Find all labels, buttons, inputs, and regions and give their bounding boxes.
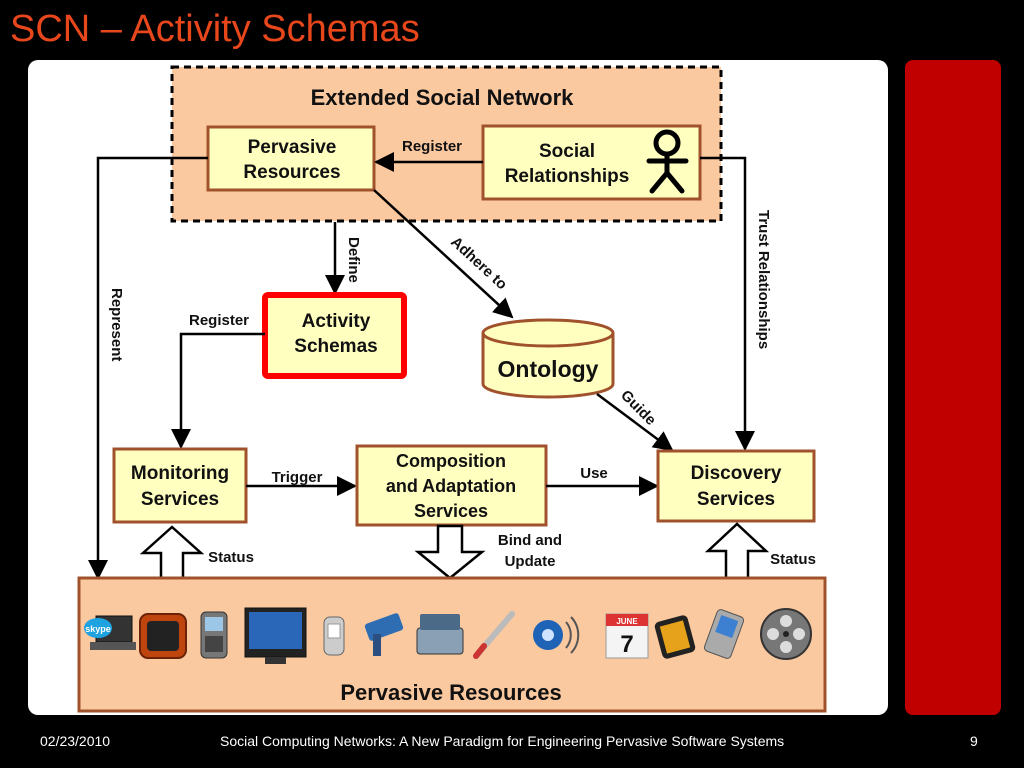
film-reel-icon	[760, 608, 812, 660]
pervasive-resources-line2: Resources	[243, 162, 340, 183]
extended-social-network-title: Extended Social Network	[311, 85, 575, 110]
register-arrow-left	[171, 332, 265, 449]
composition-line2: and Adaptation	[386, 476, 516, 496]
laptop-skype-icon: skype	[84, 615, 136, 650]
adhere-to-label: Adhere to	[447, 233, 510, 293]
discovery-services-line1: Discovery	[691, 463, 782, 484]
page-number: 9	[970, 733, 978, 749]
adhere-to-arrow	[373, 189, 514, 319]
bind-update-block-arrow	[414, 524, 486, 580]
monitoring-services-line2: Services	[141, 489, 219, 510]
calendar-month: JUNE	[616, 617, 638, 626]
trust-relationships-label: Trust Relationships	[755, 210, 772, 349]
activity-schemas-box	[262, 292, 407, 379]
status-block-arrow-left	[139, 525, 205, 580]
security-camera-icon	[364, 613, 404, 656]
footer-date: 02/23/2010	[40, 733, 111, 749]
register-label-top: Register	[402, 138, 462, 155]
status-label-right: Status	[770, 551, 816, 568]
monitoring-services-box	[112, 447, 248, 524]
pervasive-resources-region-title: Pervasive Resources	[340, 680, 561, 705]
status-block-arrow-right	[704, 522, 770, 580]
person-icon	[646, 129, 689, 194]
smartphone-icon	[654, 615, 696, 659]
represent-label: Represent	[108, 288, 125, 361]
pervasive-resources-line1: Pervasive	[248, 137, 337, 158]
ontology-label: Ontology	[498, 356, 599, 382]
represent-arrow	[88, 156, 208, 580]
guide-arrow	[596, 392, 674, 452]
activity-schemas-line1: Activity	[302, 311, 371, 332]
monitoring-services-line1: Monitoring	[131, 463, 229, 484]
discovery-services-box	[656, 449, 816, 523]
scanner-device-icon	[416, 614, 464, 655]
ontology-database	[481, 318, 615, 399]
register-label-left: Register	[189, 312, 249, 329]
status-label-left: Status	[208, 549, 254, 566]
guide-label: Guide	[617, 387, 659, 429]
bind-and-update-line1: Bind and	[498, 532, 562, 549]
use-label: Use	[580, 465, 608, 482]
flat-screen-tv-icon	[244, 607, 307, 664]
skype-text: skype	[85, 624, 111, 634]
decorative-red-bar	[905, 60, 1001, 715]
discovery-services-line2: Services	[697, 489, 775, 510]
composition-line3: Services	[414, 501, 488, 521]
social-relationships-line2: Relationships	[505, 166, 630, 187]
composition-line1: Composition	[396, 451, 506, 471]
wireless-sensor-icon	[533, 616, 580, 654]
stylus-pen-icon	[473, 611, 515, 659]
blackberry-phone-icon	[200, 611, 228, 659]
footer-title: Social Computing Networks: A New Paradig…	[220, 733, 785, 749]
calendar-day: 7	[620, 631, 633, 658]
calendar-icon: JUNE 7	[605, 613, 649, 659]
slide-title: SCN – Activity Schemas	[10, 8, 420, 50]
flip-phone-icon	[323, 616, 345, 656]
trust-relationships-arrow	[700, 156, 755, 451]
retro-tv-icon	[139, 613, 187, 659]
trigger-label: Trigger	[272, 469, 323, 486]
pervasive-resources-box	[206, 125, 376, 192]
social-relationships-line1: Social	[539, 141, 595, 162]
slider-phone-icon	[703, 609, 745, 659]
define-label: Define	[345, 237, 362, 283]
activity-schemas-line2: Schemas	[294, 336, 377, 357]
bind-and-update-line2: Update	[505, 553, 556, 570]
